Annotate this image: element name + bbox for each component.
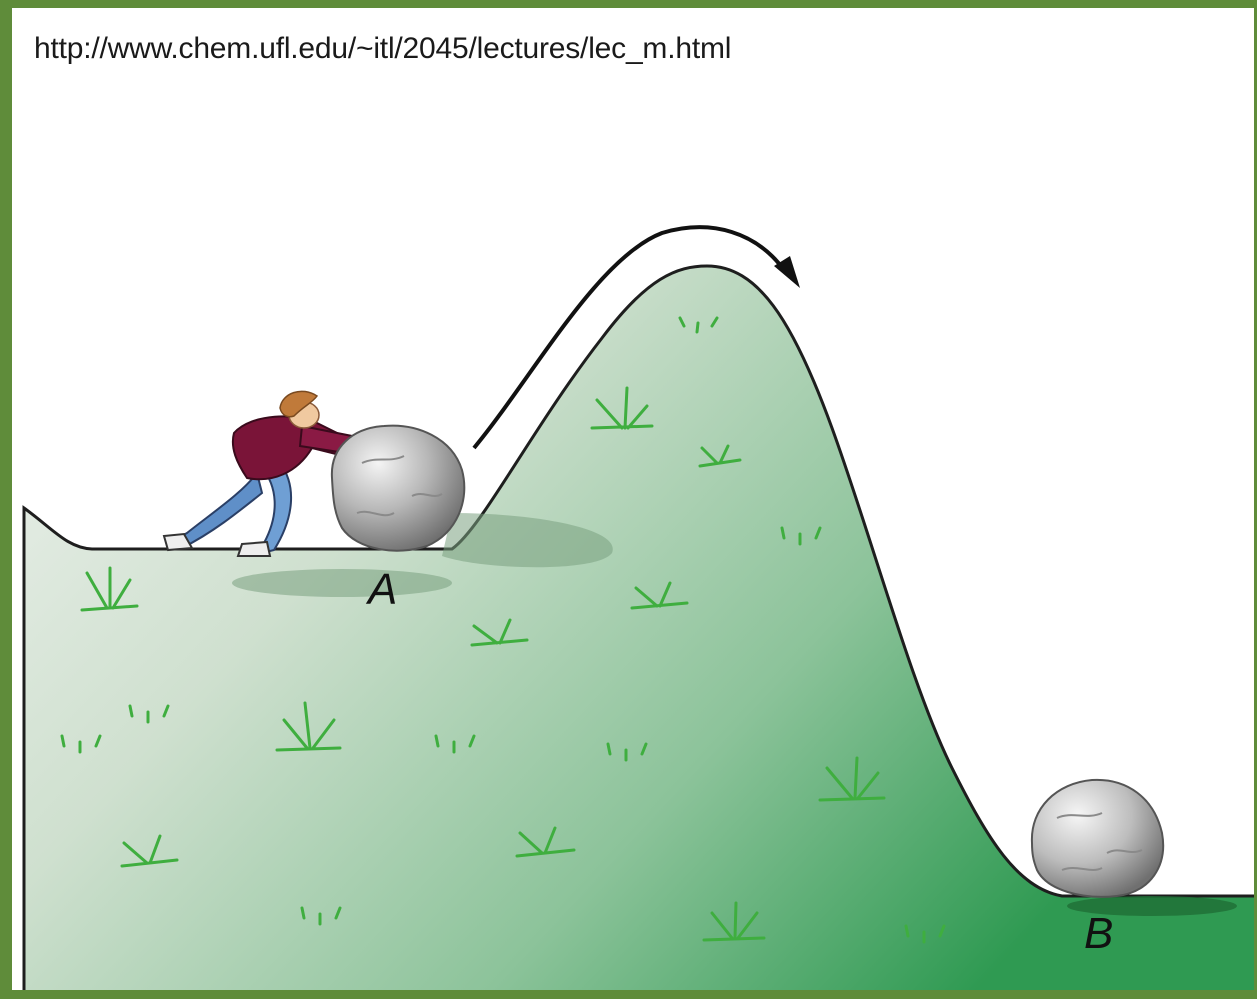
person-pushing-icon (162, 390, 365, 558)
rock-shadow-a (442, 513, 613, 568)
point-b-label: B (1084, 909, 1113, 958)
grass-tufts (60, 316, 946, 944)
curved-arrow-icon (472, 225, 800, 450)
point-a-label: A (365, 565, 397, 614)
source-url: http://www.chem.ufl.edu/~itl/2045/lectur… (34, 32, 732, 65)
person-shadow (232, 569, 452, 597)
boulder-a-icon (330, 424, 466, 552)
hill-scene: A B (22, 225, 1254, 990)
rock-shadow-b (1067, 896, 1237, 916)
boulder-b-icon (1030, 778, 1165, 898)
